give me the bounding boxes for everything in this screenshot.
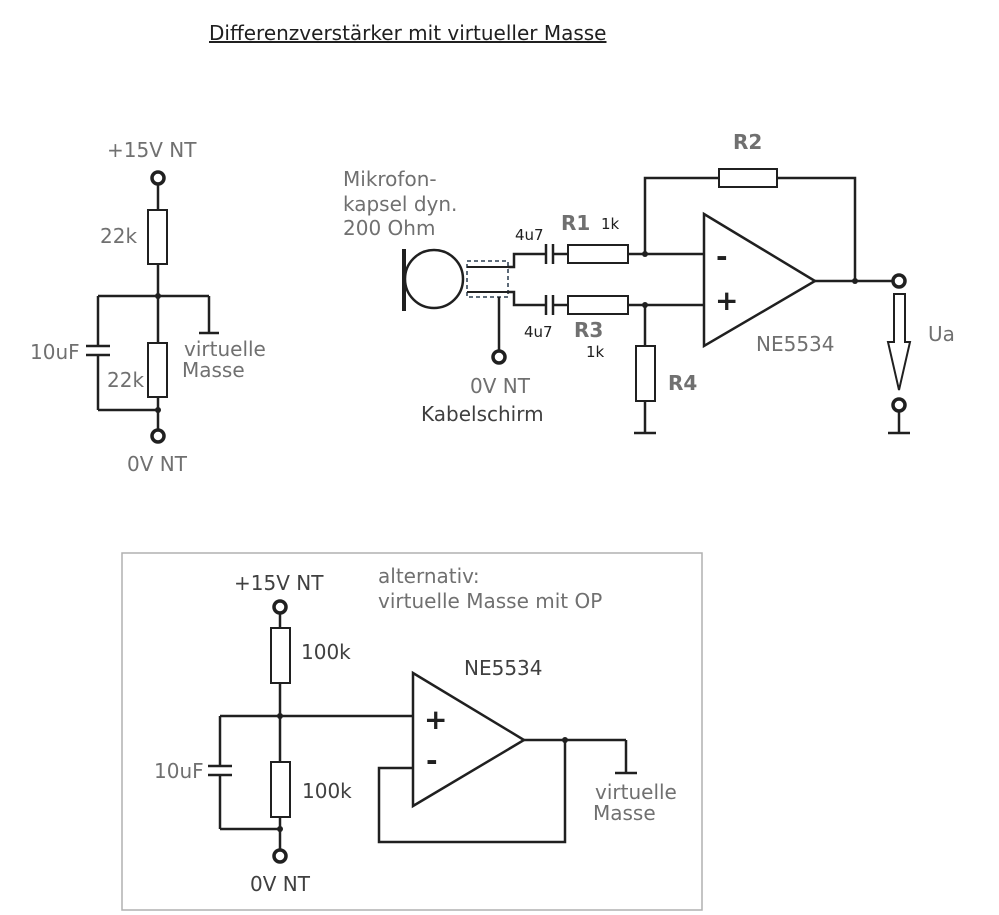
mic-label-3: 200 Ohm — [343, 216, 435, 240]
alt-resistor-bottom — [270, 761, 291, 818]
output-arrow-icon — [886, 293, 912, 391]
alt-supply-terminal — [272, 599, 288, 615]
alt-opamp-label: NE5534 — [464, 656, 543, 680]
opamp-plus-sign: + — [715, 284, 738, 317]
divider-circuit: +15V NT 22k 10uF 22k virtuelle Masse 0V … — [30, 138, 266, 476]
diagram-title: Differenzverstärker mit virtueller Masse — [209, 21, 607, 45]
divider-ground-label: 0V NT — [127, 452, 188, 476]
r1-value: 1k — [601, 215, 620, 233]
alt-capacitor-value: 10uF — [154, 759, 204, 783]
r4-name: R4 — [668, 371, 697, 395]
mic-label-1: Mikrofon- — [343, 167, 437, 191]
alt-opamp-plus-sign: + — [424, 703, 447, 736]
resistor-r3 — [567, 295, 629, 315]
divider-resistor-bottom-value: 22k — [107, 368, 144, 392]
alt-opamp-minus-sign: - — [426, 744, 438, 777]
c-bottom-value: 4u7 — [524, 323, 553, 341]
r1-name: R1 — [561, 211, 590, 235]
output-terminal-bottom — [891, 397, 907, 413]
shield-ground-label: 0V NT — [470, 374, 531, 398]
opamp-label: NE5534 — [756, 332, 835, 356]
alt-feedback-wire — [377, 740, 567, 844]
divider-resistor-top-value: 22k — [100, 224, 137, 248]
alt-virtual-ground-label-2: Masse — [593, 801, 656, 825]
r2-name: R2 — [733, 130, 762, 154]
alt-supply-label: +15V NT — [234, 571, 324, 595]
divider-ground-terminal — [150, 428, 166, 444]
resistor-r1 — [567, 244, 629, 264]
alt-opamp-triangle — [411, 670, 527, 809]
alternative-note-1: alternativ: — [378, 564, 480, 588]
resistor-r2 — [718, 168, 778, 188]
alternative-frame — [121, 552, 703, 911]
opamp-triangle — [702, 211, 818, 349]
divider-supply-terminal — [150, 170, 166, 186]
divider-virtual-ground-label-2: Masse — [182, 358, 245, 382]
c-top-value: 4u7 — [515, 226, 544, 244]
microphone-icon — [402, 248, 465, 311]
alternative-note-2: virtuelle Masse mit OP — [378, 589, 602, 613]
alt-virtual-ground-label-1: virtuelle — [595, 780, 677, 804]
output-terminal-top — [891, 273, 907, 289]
junction-output — [852, 278, 858, 284]
divider-capacitor-value: 10uF — [30, 340, 80, 364]
alternative-box: alternativ: virtuelle Masse mit OP +15V … — [121, 552, 703, 911]
divider-resistor-top — [147, 209, 168, 265]
alt-ground-terminal — [272, 848, 288, 864]
alt-junction-bottom — [277, 826, 283, 832]
shield-label: Kabelschirm — [421, 402, 544, 426]
mic-label-2: kapsel dyn. — [343, 192, 457, 216]
divider-supply-label: +15V NT — [107, 138, 197, 162]
cable-shield-icon — [466, 260, 509, 298]
alt-resistor-bottom-value: 100k — [302, 779, 352, 803]
divider-junction-bottom — [155, 407, 161, 413]
shield-ground-terminal — [491, 349, 507, 365]
alt-resistor-top-value: 100k — [301, 640, 351, 664]
divider-resistor-bottom — [147, 342, 168, 398]
divider-virtual-ground-label-1: virtuelle — [184, 337, 266, 361]
alt-resistor-top — [270, 627, 291, 684]
r3-name: R3 — [574, 318, 603, 342]
amplifier-circuit: Mikrofon- kapsel dyn. 200 Ohm 4u7 R1 1k … — [343, 130, 955, 435]
output-label: Ua — [928, 322, 955, 346]
resistor-r4 — [635, 345, 656, 402]
r3-value: 1k — [586, 343, 605, 361]
opamp-minus-sign: - — [716, 240, 728, 273]
alt-ground-label: 0V NT — [250, 872, 311, 896]
